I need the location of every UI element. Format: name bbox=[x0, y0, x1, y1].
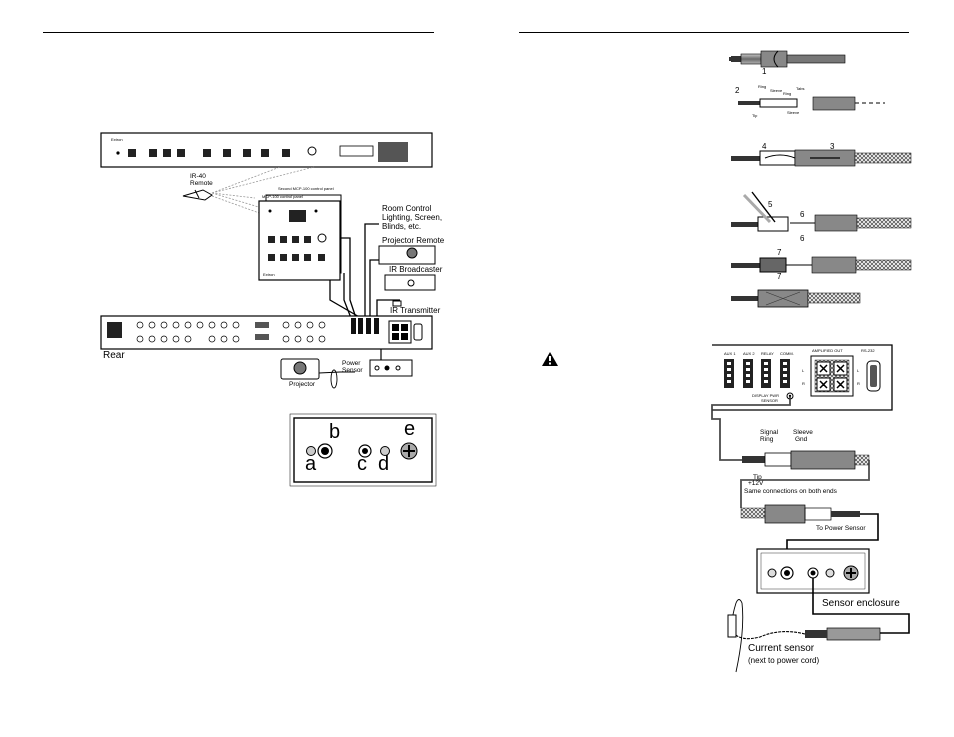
svg-text:L: L bbox=[857, 368, 860, 373]
current-sensor-label: Current sensor bbox=[748, 643, 815, 654]
plus12v-label: +12V bbox=[748, 480, 764, 487]
callout-a: a bbox=[305, 453, 317, 475]
port-amp-out: AMPLIFIED OUT bbox=[812, 348, 843, 353]
rear-label: Rear bbox=[103, 350, 125, 361]
callout-e: e bbox=[404, 418, 415, 440]
step-1: 1 bbox=[762, 67, 767, 76]
controller-rear-panel bbox=[100, 315, 433, 350]
room-control-label: Room Control Lighting, Screen, Blinds, e… bbox=[382, 204, 444, 231]
ir-beams bbox=[211, 166, 315, 215]
signal-label: Signal bbox=[760, 429, 779, 436]
sensor-enclosure: Sensor enclosure bbox=[756, 548, 900, 609]
step-3: 3 bbox=[830, 142, 835, 151]
power-sensor-box bbox=[369, 359, 413, 377]
extension-cable: To Power Sensor bbox=[740, 504, 866, 532]
part-sleeve-2: Sleeve bbox=[787, 110, 800, 115]
step-4: 4 bbox=[762, 142, 767, 151]
port-relay: RELAY bbox=[761, 351, 774, 356]
part-ring: Ring bbox=[758, 84, 766, 89]
front-brand: Extron bbox=[111, 137, 123, 142]
plug-finished bbox=[731, 289, 861, 308]
controller-front-panel: Extron bbox=[100, 132, 433, 168]
warning-icon bbox=[542, 352, 558, 366]
callout-b: b bbox=[329, 421, 340, 443]
left-header-rule bbox=[43, 32, 434, 33]
port-comm: COMM. bbox=[780, 351, 794, 356]
port-aux1: AUX 1 bbox=[724, 351, 736, 356]
labeled-plug: Signal Ring Sleeve Gnd Tip +12V bbox=[742, 429, 870, 487]
plug-step-5-6: 5 6 6 bbox=[731, 191, 912, 243]
svg-text:L: L bbox=[802, 368, 805, 373]
port-aux2: AUX 2 bbox=[743, 351, 755, 356]
projector-label: Projector bbox=[289, 381, 316, 388]
sleeve-label: Sleeve bbox=[793, 429, 813, 436]
mcp-control-panel: MCP-100 control panel Extron bbox=[258, 194, 341, 281]
rear-connector-panel: AUX 1 AUX 2 RELAY COMM. AMPLIFIED OUT RS… bbox=[712, 344, 893, 411]
part-ring-2: Ring bbox=[783, 91, 791, 96]
to-power-sensor-label: To Power Sensor bbox=[816, 525, 866, 532]
sensor-enclosure-label: Sensor enclosure bbox=[822, 598, 900, 609]
callout-c: c bbox=[357, 453, 367, 475]
gnd-label: Gnd bbox=[795, 436, 808, 443]
step-7b: 7 bbox=[777, 272, 782, 281]
plug-step-2: 2 Ring Sleeve Ring Tabs Tip Sleeve bbox=[735, 84, 885, 118]
part-tabs: Tabs bbox=[796, 86, 804, 91]
part-tip: Tip bbox=[752, 113, 758, 118]
svg-text:R: R bbox=[802, 381, 805, 386]
svg-text:R: R bbox=[857, 381, 860, 386]
ir-transmitter-label: IR Transmitter bbox=[390, 306, 441, 315]
callout-d: d bbox=[378, 453, 389, 475]
sensor-cable-top bbox=[711, 396, 791, 461]
mcp-panel-label: MCP-100 control panel bbox=[262, 194, 303, 199]
ring-label: Ring bbox=[760, 436, 774, 443]
step-6b: 6 bbox=[800, 234, 805, 243]
tip-label: Tip bbox=[753, 474, 762, 481]
step-7a: 7 bbox=[777, 248, 782, 257]
projector-remote-label: Projector Remote bbox=[382, 236, 445, 245]
next-to-cord-label: (next to power cord) bbox=[748, 656, 819, 665]
same-connections-label: Same connections on both ends bbox=[744, 488, 838, 495]
step-6a: 6 bbox=[800, 210, 805, 219]
sensor-enclosure-detail: a b c d e bbox=[289, 413, 437, 487]
svg-text:Extron: Extron bbox=[263, 272, 275, 277]
step-5: 5 bbox=[768, 200, 773, 209]
right-header-rule bbox=[519, 32, 909, 33]
ir-broadcaster-label: IR Broadcaster bbox=[389, 265, 443, 274]
plug-step-1: 1 bbox=[729, 50, 846, 76]
right-cable-diagram: 1 2 Ring Sleeve Ring Tabs Tip Sleeve 4 3 bbox=[542, 50, 912, 673]
step-2: 2 bbox=[735, 86, 740, 95]
port-rs232: RS-232 bbox=[861, 348, 875, 353]
second-panel-label: Second MCP-100 control panel bbox=[278, 186, 334, 191]
current-sensor: Current sensor (next to power cord) bbox=[727, 599, 881, 673]
plug-step-7: 7 7 bbox=[731, 248, 912, 281]
part-sleeve: Sleeve bbox=[770, 88, 783, 93]
plug-step-3-4: 4 3 bbox=[731, 142, 912, 167]
